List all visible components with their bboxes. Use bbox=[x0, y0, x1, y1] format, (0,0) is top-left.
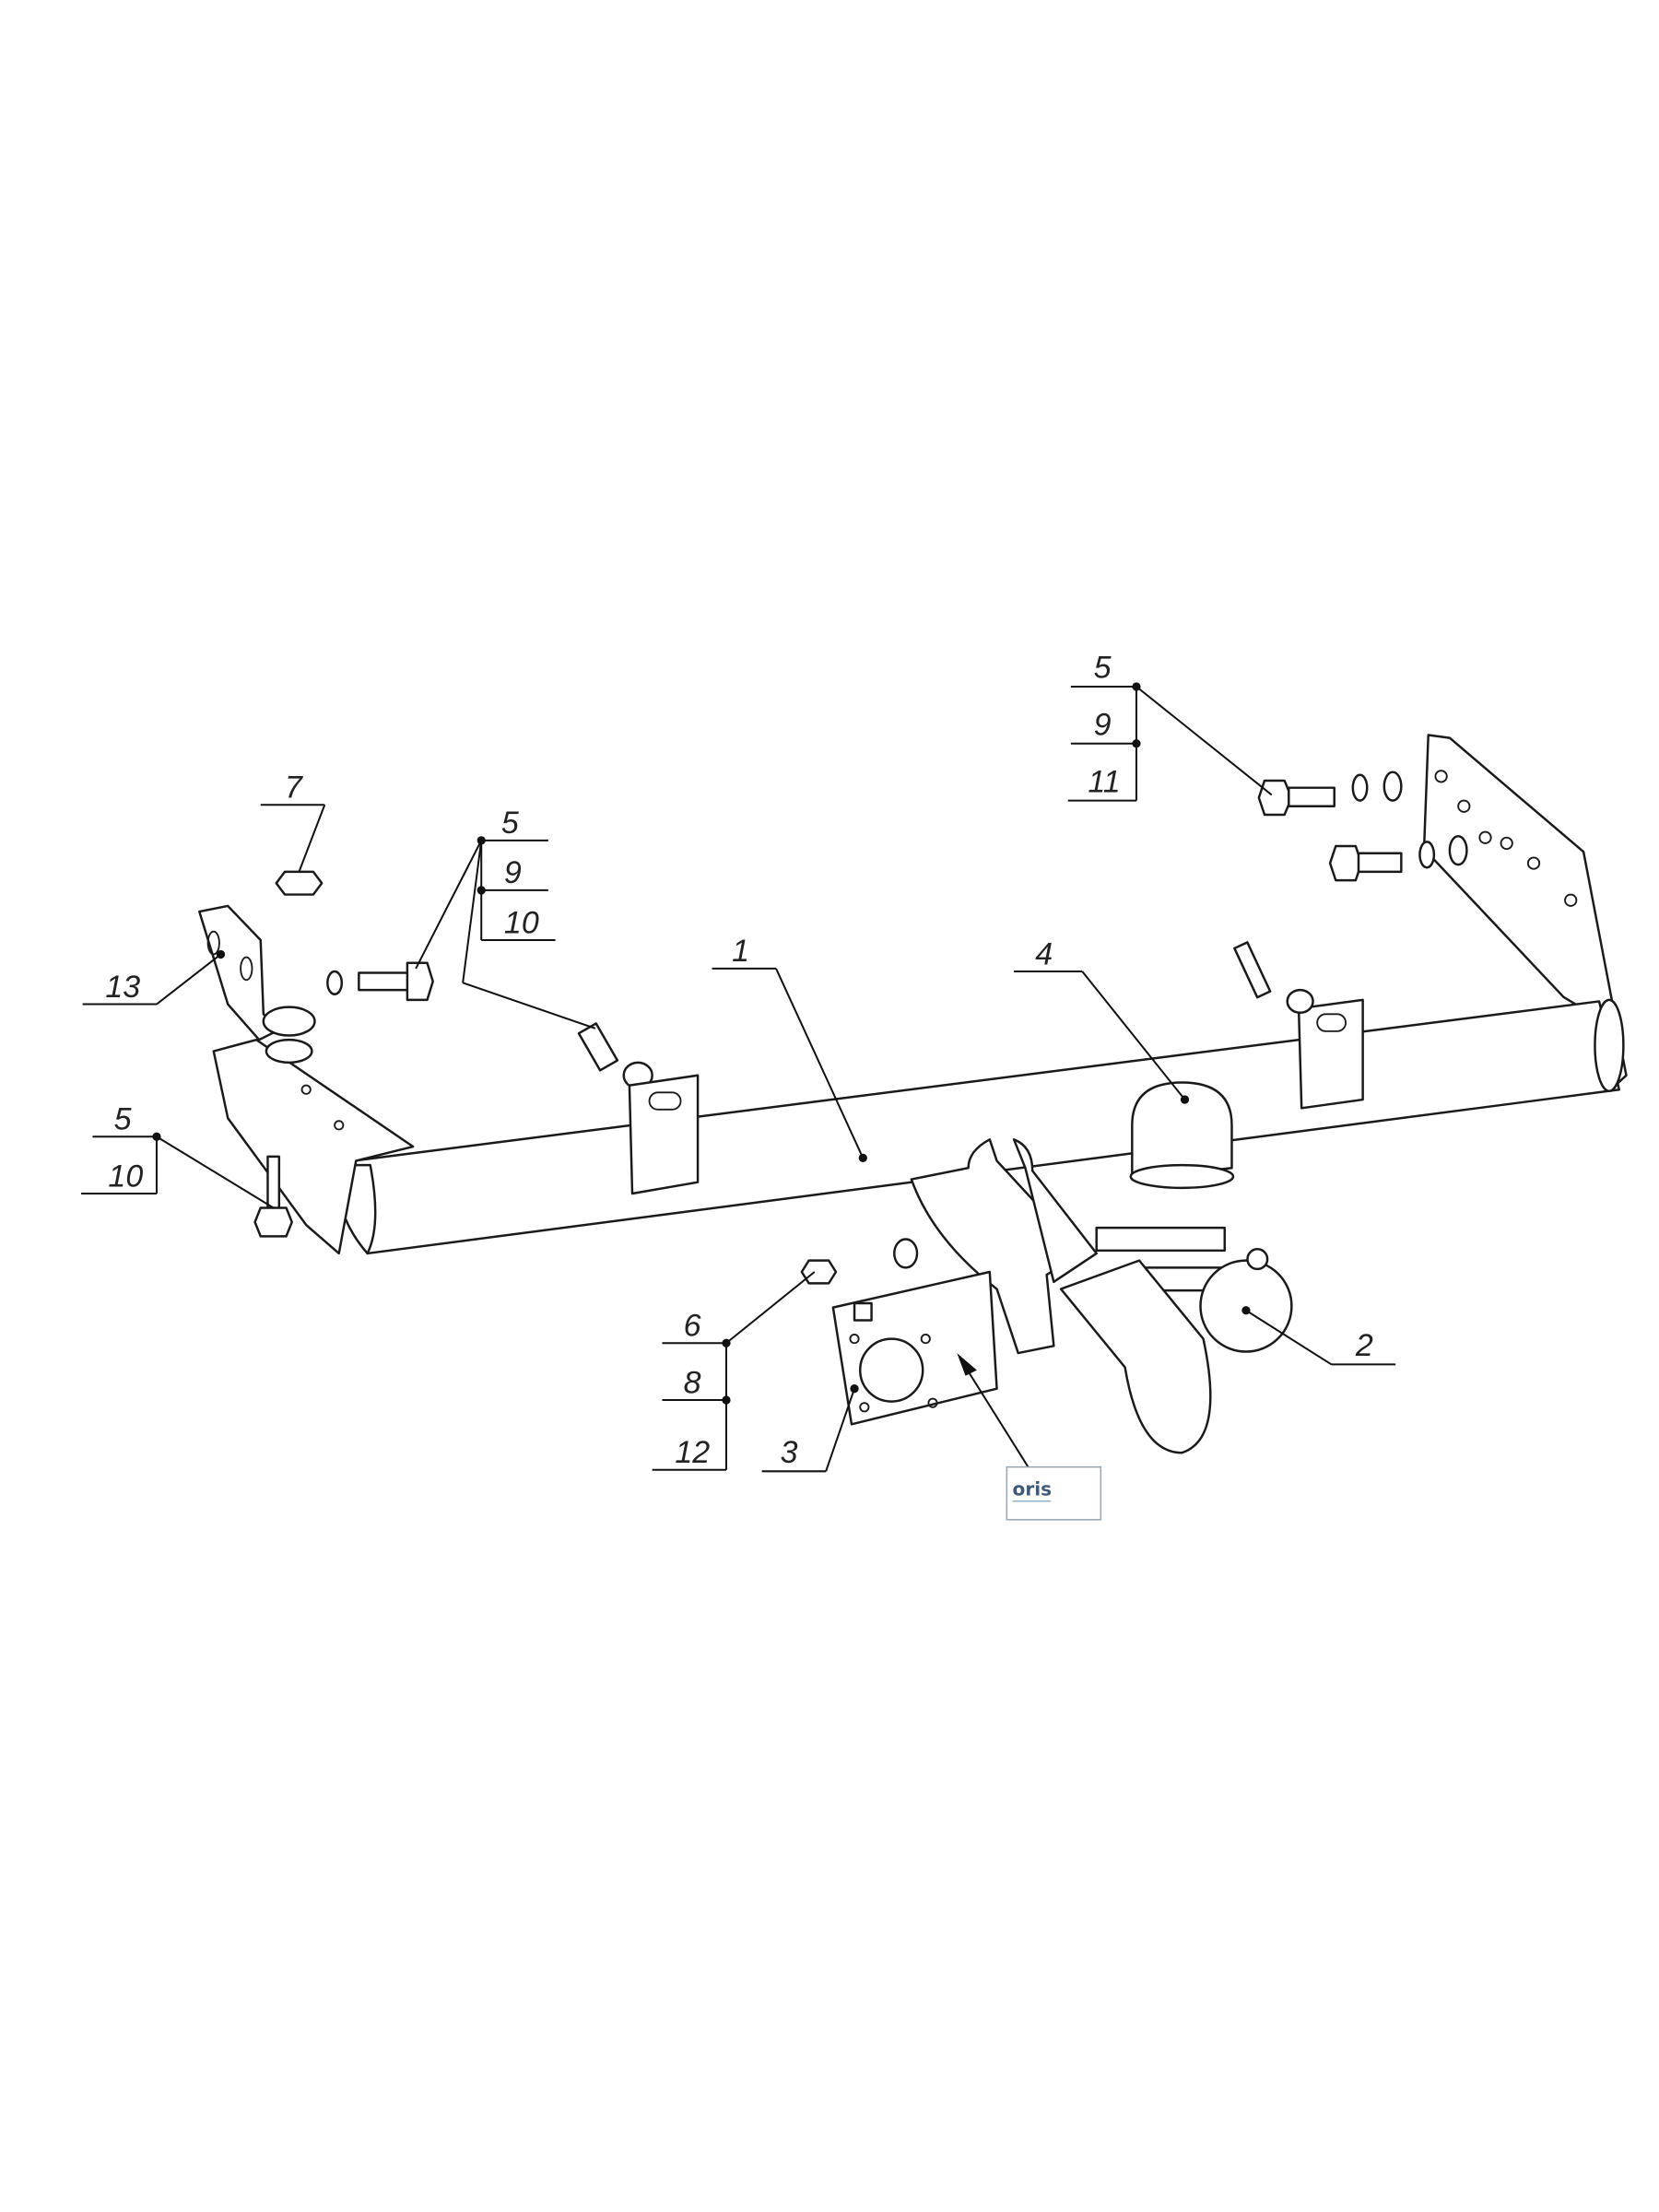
callout-5-9-11-upper-right: 5 9 11 bbox=[1067, 651, 1273, 802]
tow-ball-arm bbox=[910, 1138, 1293, 1454]
callout-7: 7 bbox=[260, 770, 326, 873]
callout-6-8-12: 6 8 12 bbox=[652, 1271, 816, 1471]
callout-2: 2 bbox=[1241, 1306, 1396, 1366]
callout-label: 12 bbox=[675, 1435, 710, 1470]
callout-label: 2 bbox=[1355, 1328, 1373, 1363]
tube-tabs bbox=[628, 941, 1364, 1195]
left-bolt-set bbox=[326, 961, 653, 1089]
callout-label: 10 bbox=[108, 1159, 143, 1194]
callout-label: 13 bbox=[105, 970, 140, 1005]
logo-callout: oris bbox=[957, 1353, 1102, 1521]
bracket-13 bbox=[198, 904, 316, 1065]
callout-label: 6 bbox=[684, 1309, 701, 1344]
callout-4: 4 bbox=[1014, 936, 1190, 1104]
callout-label: 9 bbox=[504, 855, 522, 890]
callout-5-10-lower: 5 10 bbox=[81, 1101, 275, 1209]
callout-label: 10 bbox=[504, 905, 539, 940]
callout-label: 1 bbox=[732, 934, 749, 969]
callout-label: 7 bbox=[285, 770, 303, 805]
right-bolt-set bbox=[1257, 771, 1468, 882]
callout-label: 3 bbox=[781, 1435, 798, 1470]
callout-1: 1 bbox=[712, 934, 867, 1163]
socket-plate bbox=[800, 1238, 998, 1426]
callout-13: 13 bbox=[82, 949, 226, 1006]
callout-3: 3 bbox=[761, 1384, 859, 1473]
oris-logo: oris bbox=[1013, 1478, 1053, 1500]
callout-label: 5 bbox=[1094, 651, 1112, 686]
nut-7 bbox=[275, 870, 324, 896]
ball-cap bbox=[1129, 1081, 1235, 1190]
callout-label: 8 bbox=[684, 1365, 701, 1400]
callout-5-9-10-upper: 5 9 10 bbox=[415, 806, 596, 1030]
lower-left-bolt bbox=[253, 1155, 293, 1238]
callout-label: 5 bbox=[501, 806, 519, 841]
callout-label: 11 bbox=[1088, 764, 1120, 799]
callout-label: 9 bbox=[1094, 708, 1112, 743]
callout-label: 5 bbox=[114, 1101, 132, 1136]
callout-label: 4 bbox=[1035, 936, 1053, 971]
